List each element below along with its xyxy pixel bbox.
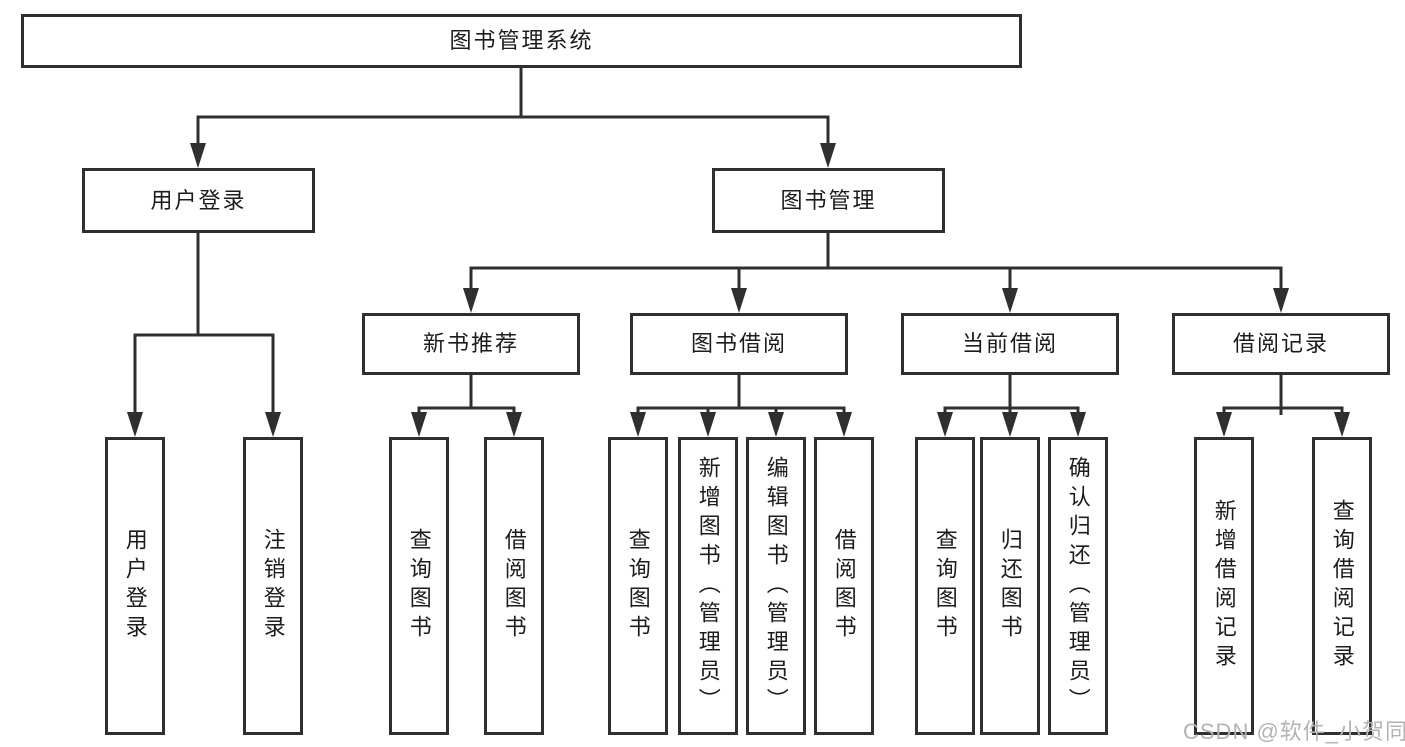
leaf-query-books-current: 查询图书: [915, 437, 975, 735]
node-library-management-system: 图书管理系统: [21, 14, 1022, 68]
leaf-borrow-books-borrowing: 借阅图书: [814, 437, 874, 735]
leaf-logout: 注销登录: [243, 437, 303, 735]
leaf-query-borrow-record: 查询借阅记录: [1312, 437, 1372, 735]
leaf-return-books: 归还图书: [980, 437, 1040, 735]
node-user-login: 用户登录: [82, 168, 315, 233]
leaf-user-login: 用户登录: [105, 437, 165, 735]
node-new-book-recommendation: 新书推荐: [362, 313, 580, 375]
leaf-edit-book-admin: 编辑图书（管理员）: [746, 437, 806, 735]
leaf-add-book-admin: 新增图书（管理员）: [678, 437, 738, 735]
leaf-add-borrow-record: 新增借阅记录: [1194, 437, 1254, 735]
leaf-query-books-recommend: 查询图书: [389, 437, 449, 735]
node-borrowing-records: 借阅记录: [1172, 313, 1390, 375]
leaf-confirm-return-admin: 确认归还（管理员）: [1048, 437, 1108, 735]
leaf-query-books-borrowing: 查询图书: [608, 437, 668, 735]
leaf-borrow-books-recommend: 借阅图书: [484, 437, 544, 735]
node-book-borrowing: 图书借阅: [630, 313, 848, 375]
node-book-management: 图书管理: [712, 168, 945, 233]
csdn-watermark: CSDN @软件_小贺同学: [1183, 719, 1405, 744]
node-current-borrowing: 当前借阅: [901, 313, 1119, 375]
